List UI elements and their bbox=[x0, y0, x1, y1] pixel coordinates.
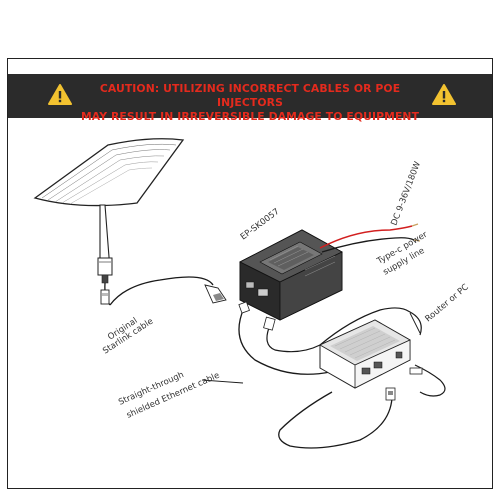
caution-line-2: MAY RESULT IN IRREVERSIBLE DAMAGE TO EQU… bbox=[80, 110, 420, 123]
typec-cable bbox=[263, 307, 446, 397]
caution-banner: CAUTION: UTILIZING INCORRECT CABLES OR P… bbox=[8, 74, 492, 123]
starlink-cable bbox=[100, 276, 227, 306]
leader-lines bbox=[201, 312, 421, 384]
dc-input-label: DC 9-36V/180W bbox=[389, 160, 423, 227]
warning-icon bbox=[48, 84, 72, 105]
router-label: Router or PC bbox=[424, 282, 471, 324]
router-device bbox=[319, 319, 411, 389]
model-label: EP-SK0057 bbox=[239, 207, 282, 243]
poe-device bbox=[239, 229, 343, 321]
dc-wires bbox=[319, 223, 421, 253]
caution-line-1: CAUTION: UTILIZING INCORRECT CABLES OR P… bbox=[99, 82, 401, 109]
warning-icon bbox=[432, 84, 456, 105]
starlink-dish bbox=[33, 138, 185, 284]
caution-text: CAUTION: UTILIZING INCORRECT CABLES OR P… bbox=[78, 82, 422, 124]
